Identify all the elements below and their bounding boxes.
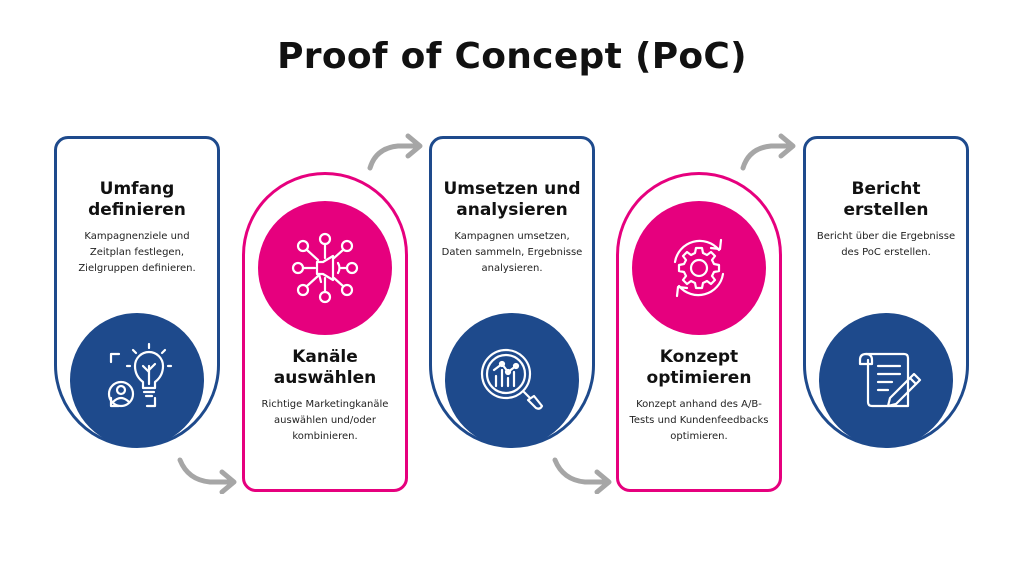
step-card-umsetzen-analysieren: Umsetzen und analysieren Kampagnen umset… bbox=[429, 136, 595, 448]
step-description: Richtige Marketingkanäle auswählen und/o… bbox=[261, 399, 389, 442]
gear-cycle-icon bbox=[632, 201, 766, 335]
idea-person-icon bbox=[70, 313, 204, 447]
step-description: Kampagnen umsetzen, Daten sammeln, Ergeb… bbox=[441, 231, 583, 274]
magnifier-chart-icon bbox=[445, 313, 579, 447]
arrow-icon bbox=[367, 133, 423, 171]
arrow-icon bbox=[177, 457, 237, 494]
step-card-bericht-erstellen: Bericht erstellen Bericht über die Ergeb… bbox=[803, 136, 969, 448]
step-card-umfang-definieren: Umfang definieren Kampagnenziele und Zei… bbox=[54, 136, 220, 448]
step-heading: Bericht erstellen bbox=[843, 179, 929, 220]
megaphone-network-icon bbox=[258, 201, 392, 335]
arrow-icon bbox=[552, 457, 612, 494]
step-card-konzept-optimieren: Konzept optimieren Konzept anhand des A/… bbox=[616, 172, 782, 492]
page-title: Proof of Concept (PoC) bbox=[277, 36, 747, 77]
step-heading: Umfang definieren bbox=[88, 179, 186, 220]
step-heading: Kanäle auswählen bbox=[273, 347, 377, 388]
step-heading: Konzept optimieren bbox=[646, 347, 752, 388]
step-heading: Umsetzen und analysieren bbox=[443, 179, 581, 220]
document-pen-icon bbox=[819, 313, 953, 447]
step-description: Konzept anhand des A/B-Tests und Kundenf… bbox=[629, 399, 769, 442]
step-card-kanaele-auswaehlen: Kanäle auswählen Richtige Marketingkanäl… bbox=[242, 172, 408, 492]
arrow-icon bbox=[740, 133, 796, 171]
step-description: Bericht über die Ergebnisse des PoC erst… bbox=[816, 231, 956, 258]
step-description: Kampagnenziele und Zeitplan festlegen, Z… bbox=[78, 231, 196, 274]
